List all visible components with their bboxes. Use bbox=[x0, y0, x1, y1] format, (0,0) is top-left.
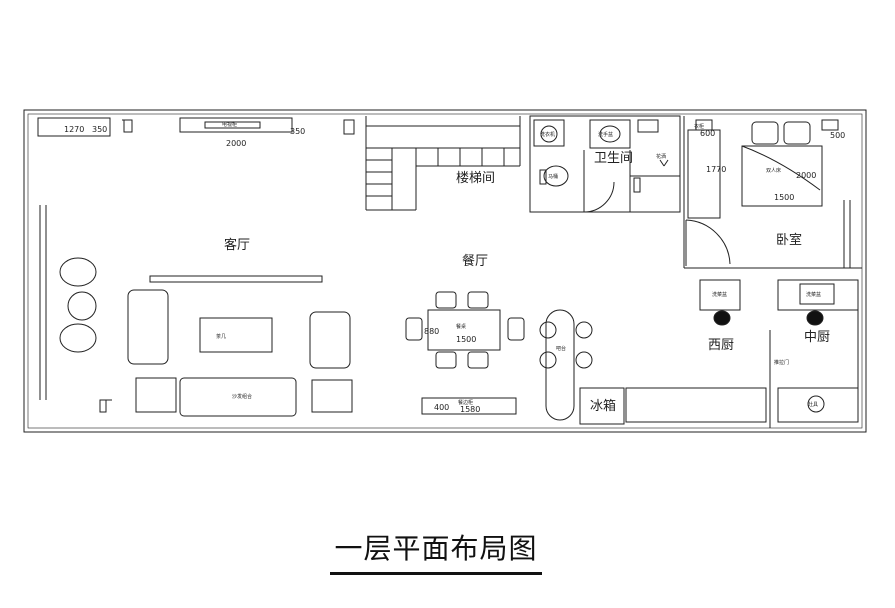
label-bathroom: 卫生间 bbox=[594, 151, 633, 166]
label-dining-table: 餐桌 bbox=[456, 323, 466, 330]
dim-600: 600 bbox=[700, 129, 715, 138]
label-toilet: 马桶 bbox=[548, 173, 558, 180]
label-sink-west: 洗菜盆 bbox=[712, 291, 727, 298]
kitchen bbox=[539, 279, 859, 428]
outer-walls bbox=[23, 109, 867, 433]
label-western-kitchen: 西厨 bbox=[708, 338, 734, 353]
label-chinese-kitchen: 中厨 bbox=[804, 330, 830, 345]
dim-350b: 350 bbox=[290, 127, 305, 136]
label-living-room: 客厅 bbox=[224, 237, 250, 253]
dim-1580: 1580 bbox=[460, 405, 480, 414]
label-dining-room: 餐厅 bbox=[462, 253, 488, 269]
dim-1270: 1270 bbox=[64, 125, 84, 134]
label-sofa: 沙发组合 bbox=[232, 393, 252, 400]
label-washer: 洗衣机 bbox=[540, 131, 555, 138]
dim-500: 500 bbox=[830, 131, 845, 140]
label-stairwell: 楼梯间 bbox=[456, 171, 495, 186]
label-sideboard: 餐边柜 bbox=[458, 399, 473, 406]
dim-880: 880 bbox=[424, 327, 439, 336]
title-underline bbox=[330, 572, 542, 575]
living-room-furniture bbox=[59, 257, 353, 417]
stairwell bbox=[365, 116, 521, 211]
dim-1770: 1770 bbox=[706, 165, 726, 174]
dim-2000: 2000 bbox=[226, 139, 246, 148]
dim-350a: 350 bbox=[92, 125, 107, 134]
title-block: 一层平面布局图 bbox=[330, 532, 542, 566]
label-stove: 灶具 bbox=[808, 401, 818, 408]
dim-1500: 1500 bbox=[774, 193, 794, 202]
label-bedroom: 卧室 bbox=[776, 232, 802, 248]
label-tv-cabinet: 电视柜 bbox=[222, 121, 237, 128]
label-shower: 花洒 bbox=[656, 153, 666, 160]
label-tea-table: 茶几 bbox=[216, 333, 226, 340]
label-bed: 双人床 bbox=[766, 167, 781, 174]
bedroom bbox=[683, 116, 862, 269]
label-sink-chinese: 洗菜盆 bbox=[806, 291, 821, 298]
label-sliding-door: 推拉门 bbox=[774, 359, 789, 366]
dim-2000b: 2000 bbox=[796, 171, 816, 180]
dim-400: 400 bbox=[434, 403, 449, 412]
bathroom bbox=[529, 115, 681, 213]
page-title: 一层平面布局图 bbox=[334, 532, 538, 565]
dining-furniture bbox=[405, 291, 525, 415]
dim-1500b: 1500 bbox=[456, 335, 476, 344]
label-wardrobe: 衣柜 bbox=[694, 123, 704, 130]
label-wash-basin: 洗手盆 bbox=[598, 131, 613, 138]
label-bar: 吧台 bbox=[556, 345, 566, 352]
label-fridge: 冰箱 bbox=[590, 398, 616, 414]
